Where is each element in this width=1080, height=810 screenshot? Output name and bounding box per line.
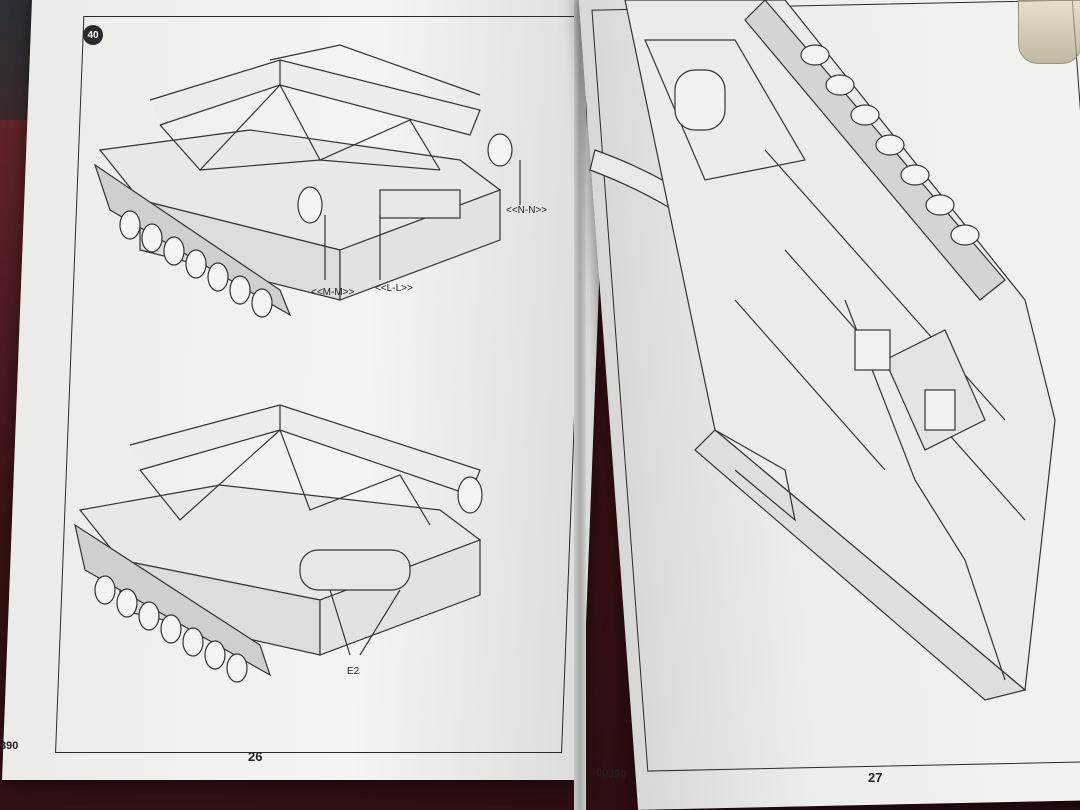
page-number-right: 27 [868,770,883,785]
kit-code-fragment: 390 [0,740,19,752]
callout-label-e2: E2 [347,666,360,677]
callout-label-n-n: <<N-N>> [506,205,548,216]
bridge-ramp-detail-drawing [589,0,1056,701]
kit-code: 00390 [595,766,627,782]
step-number-badge: 40 [83,25,103,45]
callout-label-m-m: <<M-M>> [311,287,355,298]
glass-object [1018,0,1080,64]
callout-label-l-l: <<L-L>> [375,283,413,294]
page-number-left: 26 [248,749,263,764]
bridge-layer-drawing-bottom [74,404,483,683]
bridge-layer-drawing-top [93,44,521,318]
book-gutter [574,0,586,810]
